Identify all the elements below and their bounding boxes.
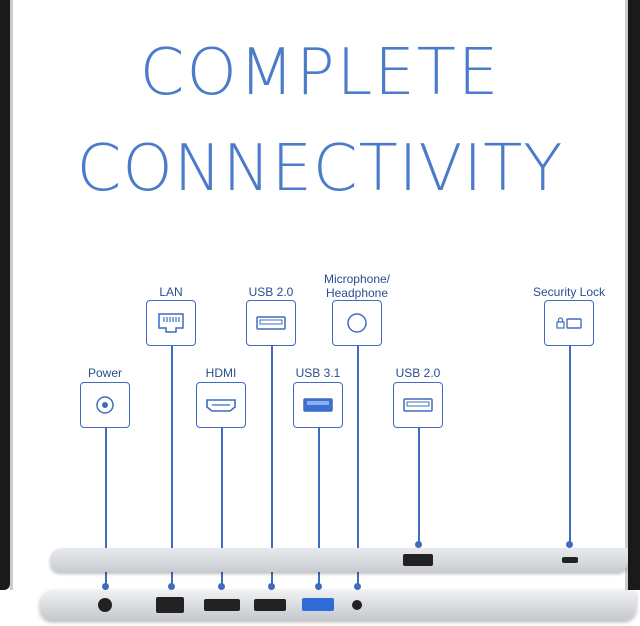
- security-lock-slot: [562, 557, 578, 563]
- hdmi-port: [204, 599, 240, 611]
- usb31-label: USB 3.1: [295, 366, 341, 380]
- audio-jack: [352, 600, 362, 610]
- power-leader-line: [105, 428, 107, 586]
- usb-port-icon: [256, 316, 286, 330]
- usb20-right-port-box: [393, 382, 443, 428]
- hdmi-port-box: [196, 382, 246, 428]
- security-lock-port-box: [544, 300, 594, 346]
- hdmi-leader-dot: [218, 583, 225, 590]
- usb20-left-port-box: [246, 300, 296, 346]
- power-label: Power: [87, 366, 122, 380]
- usb31-port: [302, 598, 334, 611]
- power-leader-dot: [102, 583, 109, 590]
- laptop-screen-right-edge: [625, 0, 640, 590]
- usb31-port-icon: [303, 398, 333, 412]
- usb20-right-leader-dot: [415, 541, 422, 548]
- lan-port: [156, 597, 184, 613]
- usb31-leader-dot: [315, 583, 322, 590]
- security-lock-leader-dot: [566, 541, 573, 548]
- laptop-left-side-profile: [40, 590, 636, 620]
- usb20-left-label: USB 2.0: [248, 285, 294, 299]
- audio-jack-icon: [347, 313, 367, 333]
- lan-label: LAN: [159, 285, 183, 299]
- audio-port-box: [332, 300, 382, 346]
- mic-label-line2: Headphone: [325, 286, 389, 300]
- headline-line-1: COMPLETE: [139, 36, 501, 110]
- lan-leader-dot: [168, 583, 175, 590]
- usb20-right-leader-line: [418, 428, 420, 545]
- audio-leader-line: [357, 346, 359, 586]
- ethernet-icon: [158, 313, 184, 333]
- headline-line-2: CONNECTIVITY: [76, 132, 564, 206]
- laptop-screen-left-edge: [0, 0, 13, 590]
- power-jack-icon: [96, 396, 114, 414]
- laptop-right-side-profile: [50, 548, 628, 572]
- usb20-left-port: [254, 599, 286, 611]
- hdmi-label: HDMI: [205, 366, 237, 380]
- audio-leader-dot: [354, 583, 361, 590]
- usb31-port-box: [293, 382, 343, 428]
- usb20-left-leader-dot: [268, 583, 275, 590]
- lan-port-box: [146, 300, 196, 346]
- usb20-right-port: [403, 554, 433, 566]
- power-port-box: [80, 382, 130, 428]
- security-lock-label: Security Lock: [532, 285, 606, 299]
- usb20-right-label: USB 2.0: [395, 366, 441, 380]
- usb31-leader-line: [318, 428, 320, 586]
- power-jack: [98, 598, 112, 612]
- security-lock-leader-line: [569, 346, 571, 545]
- hdmi-icon: [206, 399, 236, 412]
- lock-icon: [556, 317, 582, 329]
- usb-port-icon: [403, 398, 433, 412]
- lan-leader-line: [171, 346, 173, 586]
- mic-label-line1: Microphone/: [323, 272, 391, 286]
- usb20-left-leader-line: [271, 346, 273, 586]
- hdmi-leader-line: [221, 428, 223, 586]
